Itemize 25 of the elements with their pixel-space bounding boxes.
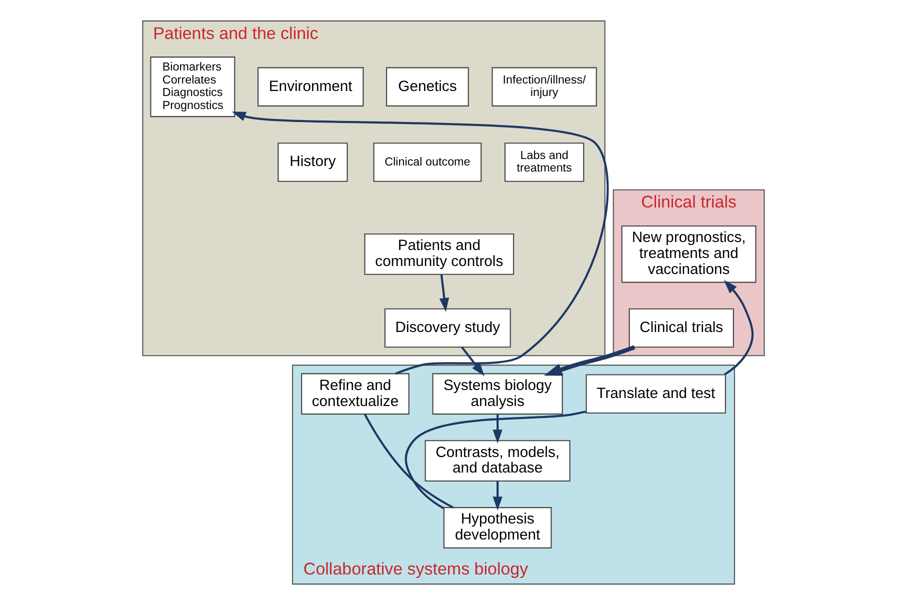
node-box: Hypothesis development: [442, 507, 552, 548]
connector: [363, 414, 454, 508]
arrow: [723, 280, 754, 376]
arrow: [492, 481, 502, 510]
node-box: New prognostics, treatments and vaccinations: [620, 225, 756, 283]
node-box: Patients and community controls: [364, 233, 514, 275]
node-box: Contrasts, models, and database: [424, 440, 570, 482]
connector: [404, 410, 586, 510]
arrow: [460, 346, 484, 376]
node-box: Systems biology analysis: [432, 373, 562, 415]
arrow: [543, 345, 635, 376]
node-box: Refine and contextualize: [300, 373, 409, 415]
node-box: Biomarkers Correlates Diagnostics Prognostics: [150, 56, 235, 118]
node-box: Environment: [257, 67, 364, 106]
node-box: Infection/illness/ injury: [491, 67, 596, 106]
node-box: Genetics: [386, 67, 468, 106]
node-box: Translate and test: [585, 374, 726, 414]
arrow: [492, 414, 502, 444]
node-box: Clinical trials: [628, 308, 734, 348]
node-box: History: [277, 142, 348, 182]
arrow: [231, 112, 608, 375]
arrow: [438, 274, 449, 312]
node-box: Labs and treatments: [504, 142, 584, 182]
node-box: Discovery study: [384, 308, 510, 348]
node-box: Clinical outcome: [372, 142, 482, 182]
